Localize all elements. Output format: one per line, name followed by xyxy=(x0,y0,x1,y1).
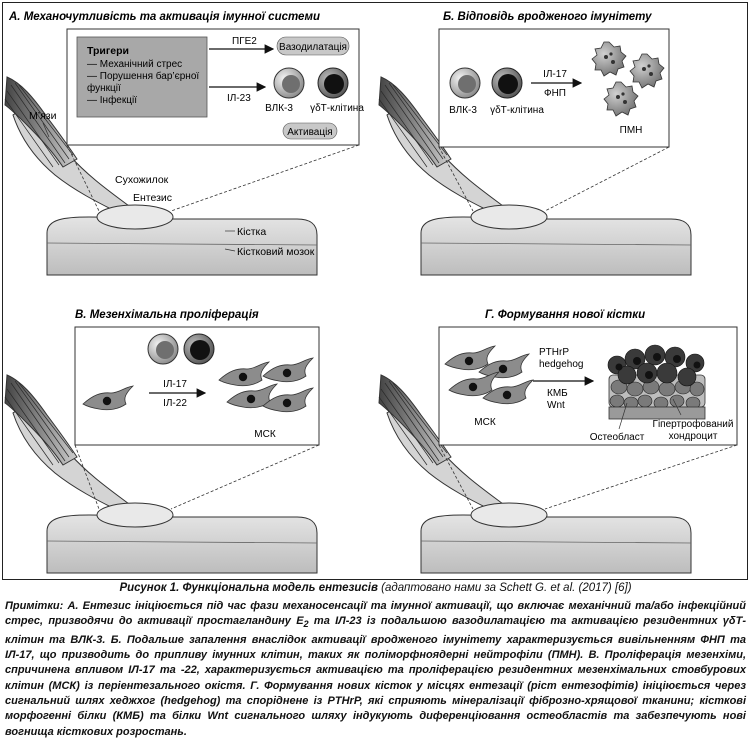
figure-frame: А. Механочутливість та активація імунної… xyxy=(2,2,748,580)
ilc3-cell xyxy=(273,67,305,99)
ilc3-cell-b xyxy=(449,67,481,99)
trigger-barrier-1: — Порушення бар’єрної xyxy=(87,70,199,82)
gdt-cell-c xyxy=(183,333,215,365)
triggers-title: Тригери xyxy=(87,45,129,57)
panel-d-title: Г. Формування нової кістки xyxy=(485,309,645,321)
label-il17-b: ІЛ-17 xyxy=(543,69,567,80)
gdt-cell-b xyxy=(491,67,523,99)
new-bone-cluster xyxy=(607,344,706,420)
panel-a: А. Механочутливість та активація імунної… xyxy=(4,11,364,276)
label-msk-d: МСК xyxy=(474,417,496,428)
triggers-box xyxy=(76,36,208,118)
panel-d: Г. Формування нової кістки МСК PTHrP hed… xyxy=(378,309,738,574)
vasodilation-pill xyxy=(276,36,350,56)
activation-pill xyxy=(282,122,338,140)
label-tendon: Сухожилок xyxy=(115,174,169,186)
panel-b-title: Б. Відповідь вродженого імунітету xyxy=(443,11,652,23)
label-gdt-b: γδТ-клітина xyxy=(490,105,544,116)
label-activation: Активація xyxy=(287,127,332,138)
figure-caption: Рисунок 1. Функціональна модель ентезисі… xyxy=(0,582,751,594)
gdt-cell xyxy=(317,67,349,99)
panel-c-title: В. Мезенхімальна проліферація xyxy=(75,309,259,321)
trigger-infections: — Інфекції xyxy=(87,94,137,106)
label-pge2: ПГЕ2 xyxy=(232,36,257,47)
label-ilc3-b: ВЛК-3 xyxy=(449,105,477,116)
panel-a-title: А. Механочутливість та активація імунної… xyxy=(8,11,320,23)
label-enthesis: Ентезис xyxy=(133,192,172,204)
panel-c: В. Мезенхімальна проліферація ІЛ-17 ІЛ-2… xyxy=(4,309,320,574)
trigger-barrier-2: функції xyxy=(87,82,121,94)
label-vasodilation: Вазодилатація xyxy=(279,42,347,53)
label-il17-c: ІЛ-17 xyxy=(163,379,187,390)
label-msk-c: МСК xyxy=(254,429,276,440)
label-chondrocyte-1: Гіпертрофований xyxy=(653,418,734,430)
label-wnt: Wnt xyxy=(547,400,565,411)
label-pthrp: PTHrP xyxy=(539,347,569,358)
label-osteoblast: Остеобласт xyxy=(590,431,645,443)
label-bone: Кістка xyxy=(237,226,266,238)
figure-notes: Примітки: А. Ентезис ініціюється під час… xyxy=(5,599,746,740)
label-pmn: ПМН xyxy=(620,125,643,136)
label-ilc3: ВЛК-3 xyxy=(265,103,293,114)
caption-main: Рисунок 1. Функціональна модель ентезисі… xyxy=(119,582,378,594)
label-marrow: Кістковий мозок xyxy=(237,246,315,258)
label-kmb: КМБ xyxy=(547,388,568,399)
ilc3-cell-c xyxy=(147,333,179,365)
label-hedgehog: hedgehog xyxy=(539,359,584,370)
notes-text-1: Примітки: А. Ентезис ініціюється під час… xyxy=(5,600,746,628)
label-fnp: ФНП xyxy=(544,88,566,99)
trigger-mechanical-stress: — Механічний стрес xyxy=(87,59,182,70)
panel-b: Б. Відповідь вродженого імунітету ВЛК-3 … xyxy=(378,11,692,276)
caption-adapted: (адаптовано нами за Schett G. et al. (20… xyxy=(381,582,632,594)
label-muscles: М’язи xyxy=(29,110,57,122)
notes-subscript: 2 xyxy=(303,619,309,630)
label-il22: ІЛ-22 xyxy=(163,398,187,409)
label-il23: ІЛ-23 xyxy=(227,93,251,104)
notes-text-2: та ІЛ-23 із подальшою вазодилатацією та … xyxy=(5,615,746,738)
label-chondrocyte-2: хондроцит xyxy=(669,431,718,442)
label-gdt: γδТ-клітина xyxy=(310,103,364,114)
